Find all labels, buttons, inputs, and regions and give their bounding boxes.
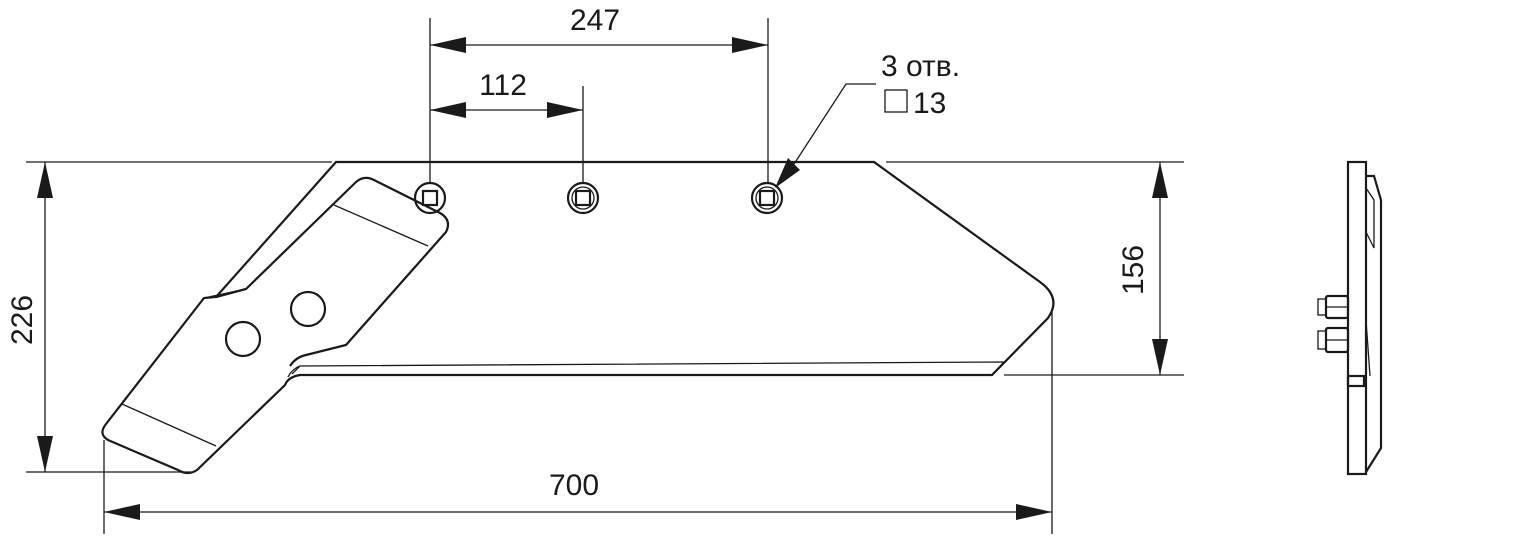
side-view [1317,160,1383,476]
wear-plate [121,176,450,447]
dim-700-label: 700 [549,469,599,502]
dimension-156: 156 [886,161,1184,376]
dim-226-label: 226 [6,295,39,345]
hole-size-label: 13 [913,87,946,120]
dim-156-label: 156 [1117,245,1150,295]
hole-callout: 3 отв. 13 [775,50,960,188]
dimension-700: 700 [103,312,1053,534]
dimension-247: 247 [429,4,769,184]
dimension-112: 112 [430,69,584,184]
square-hole-3 [750,181,784,215]
square-hole-2 [566,181,600,215]
round-hole-lower [224,320,262,358]
dimension-226: 226 [6,161,332,473]
hole-count-label: 3 отв. [881,50,960,83]
square-symbol-icon [884,89,908,113]
blade-outline [101,160,1055,475]
dim-112-label: 112 [479,69,527,102]
round-hole-upper [289,290,327,328]
dim-247-label: 247 [570,4,620,37]
